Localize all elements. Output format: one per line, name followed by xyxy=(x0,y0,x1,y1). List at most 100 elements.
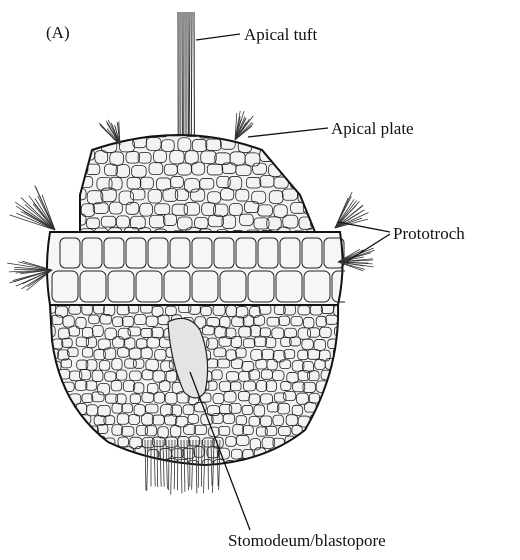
epidermal-cell xyxy=(311,190,325,201)
epidermal-cell xyxy=(297,461,308,471)
label-prototroch: Prototroch xyxy=(393,225,465,242)
epidermal-cell xyxy=(326,405,337,415)
epidermal-cell xyxy=(340,316,352,327)
epidermal-cell xyxy=(47,459,59,468)
epidermal-cell xyxy=(290,450,302,459)
cilium xyxy=(21,198,55,230)
epidermal-cell xyxy=(85,449,96,458)
epidermal-cell xyxy=(340,361,350,370)
epidermal-cell xyxy=(326,449,338,460)
leader-prototroch-upper xyxy=(338,222,390,232)
epidermal-cell xyxy=(328,427,339,436)
epidermal-cell xyxy=(45,436,57,446)
epidermal-cell xyxy=(322,413,333,423)
epidermal-cell xyxy=(251,136,264,146)
epidermal-cell xyxy=(327,381,338,390)
cilium xyxy=(7,263,52,270)
epidermal-cell xyxy=(290,151,305,164)
epidermal-cell xyxy=(314,137,327,147)
epidermal-cell xyxy=(51,450,64,459)
epidermal-cell xyxy=(59,416,70,426)
epidermal-cell xyxy=(63,405,73,416)
epidermal-cell xyxy=(68,460,80,470)
epidermal-cell xyxy=(285,460,297,470)
label-apical-tuft: Apical tuft xyxy=(244,26,317,43)
epidermal-cell xyxy=(215,124,228,137)
epidermal-cell xyxy=(94,461,105,471)
epidermal-cell xyxy=(296,137,309,148)
panel-label: (A) xyxy=(46,24,70,41)
epidermal-cell xyxy=(299,164,312,175)
epidermal-cell xyxy=(297,437,308,447)
epidermal-cell xyxy=(112,450,124,460)
tuft-cilium xyxy=(189,12,190,145)
epidermal-cell xyxy=(320,435,332,446)
epidermal-cell xyxy=(86,137,101,148)
epidermal-cell xyxy=(268,139,283,150)
epidermal-cell xyxy=(278,449,289,460)
epidermal-cell xyxy=(52,383,64,393)
tuft-cilium xyxy=(191,12,192,145)
epidermal-cell xyxy=(65,447,76,456)
epidermal-cell xyxy=(73,449,85,459)
epidermal-cell xyxy=(334,391,345,401)
apical-tuft xyxy=(178,12,194,145)
epidermal-cell xyxy=(40,427,51,437)
epidermal-cell xyxy=(303,150,317,164)
leader-apical-plate xyxy=(248,128,328,137)
epidermal-cell xyxy=(340,337,353,347)
label-apical-plate: Apical plate xyxy=(331,120,414,137)
leader-apical-tuft xyxy=(196,34,240,40)
epidermal-cell xyxy=(315,448,326,460)
epidermal-cell xyxy=(47,416,59,427)
epidermal-cell xyxy=(74,426,84,435)
epidermal-cell xyxy=(339,424,350,435)
epidermal-cell xyxy=(301,449,312,458)
epidermal-cell xyxy=(272,460,282,469)
epidermal-cell xyxy=(333,458,345,468)
epidermal-cell xyxy=(276,151,291,164)
epidermal-cell xyxy=(105,459,117,468)
epidermal-cell xyxy=(332,372,342,382)
epidermal-cell xyxy=(52,405,64,415)
epidermal-cell xyxy=(303,177,317,187)
epidermal-cell xyxy=(323,392,334,402)
epidermal-cell xyxy=(307,435,319,447)
epidermal-cell xyxy=(40,447,52,457)
epidermal-cell xyxy=(69,436,81,445)
epidermal-cell xyxy=(282,136,296,148)
epidermal-cell xyxy=(79,437,90,448)
epidermal-cell xyxy=(127,460,139,470)
epidermal-cell xyxy=(47,370,59,380)
epidermal-cell xyxy=(315,426,327,437)
epidermal-cell xyxy=(126,123,140,134)
label-stomodeum-blastopore: Stomodeum/blastopore xyxy=(228,532,386,549)
epidermal-cell xyxy=(339,405,351,415)
epidermal-cell xyxy=(332,438,344,447)
epidermal-cell xyxy=(80,459,90,470)
epidermal-cell xyxy=(95,125,108,138)
epidermal-cell xyxy=(39,336,51,347)
epidermal-cell xyxy=(332,416,342,426)
epidermal-cell xyxy=(310,458,323,467)
epidermal-cell xyxy=(46,393,56,404)
epidermal-cell xyxy=(38,361,49,371)
epidermal-cell xyxy=(57,438,69,448)
epidermal-cell xyxy=(72,139,86,151)
epidermal-cell xyxy=(116,459,128,470)
epidermal-cell xyxy=(57,459,68,470)
epidermal-cell xyxy=(340,382,352,393)
epidermal-cell xyxy=(49,426,60,436)
epidermal-cell xyxy=(321,459,333,470)
epidermal-cell xyxy=(284,166,298,179)
epidermal-cell xyxy=(40,405,51,416)
leader-prototroch-lower xyxy=(346,234,390,262)
epidermal-cell xyxy=(98,448,110,458)
epidermal-cell xyxy=(141,124,155,136)
epidermal-cell xyxy=(80,125,93,136)
epidermal-cell xyxy=(311,165,326,179)
epidermal-cell xyxy=(260,459,271,470)
epidermal-cell xyxy=(250,458,261,469)
